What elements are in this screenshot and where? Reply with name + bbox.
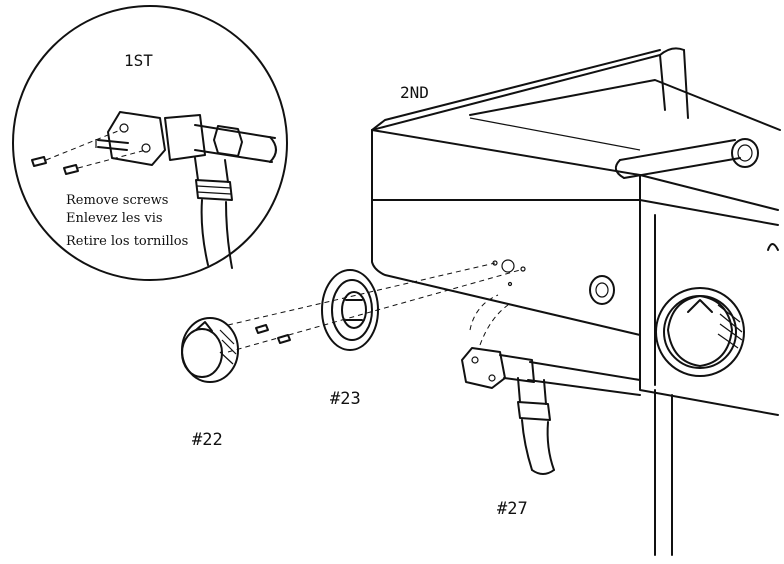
instruction-es: Retire los tornillos: [66, 234, 188, 249]
step-2-label: 2ND: [400, 83, 429, 102]
screw-icon: [63, 164, 79, 175]
step-1-label: 1ST: [124, 51, 153, 70]
part-label-27: #27: [497, 499, 528, 519]
instruction-fr: Enlevez les vis: [66, 211, 163, 226]
step-1-valve-detail: [31, 111, 277, 269]
valve-part: [461, 294, 641, 475]
instruction-en: Remove screws: [66, 193, 168, 208]
grill-control-panel: [371, 47, 781, 556]
part-label-22: #22: [192, 430, 223, 450]
screw-icon: [277, 334, 291, 344]
knob-part: [181, 317, 239, 383]
screw-icon: [255, 324, 269, 334]
screw-icon: [31, 156, 47, 167]
bezel-part: [321, 269, 379, 351]
part-label-23: #23: [330, 389, 361, 409]
detail-circle: [12, 5, 288, 281]
